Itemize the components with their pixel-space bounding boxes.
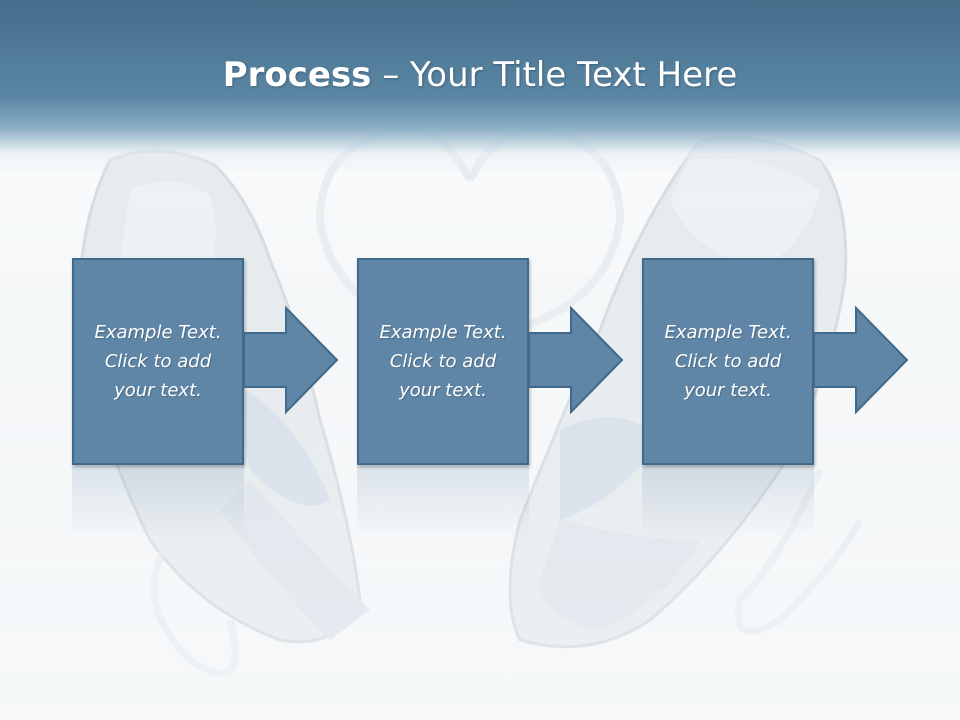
page-title[interactable]: Process – Your Title Text Here	[0, 52, 960, 98]
step-3-reflection	[642, 466, 814, 536]
step-1-reflection	[72, 466, 244, 536]
step-1-box[interactable]: Example Text. Click to add your text.	[72, 258, 244, 465]
title-banner	[0, 0, 960, 175]
step-1-text: Example Text. Click to add your text.	[94, 322, 222, 401]
step-3-arrow-icon	[814, 305, 909, 415]
step-2-reflection	[357, 466, 529, 536]
title-bold: Process	[222, 55, 372, 95]
step-3-text: Example Text. Click to add your text.	[664, 322, 792, 401]
step-2-arrow-icon	[529, 305, 624, 415]
step-2-text: Example Text. Click to add your text.	[379, 322, 507, 401]
title-text: – Your Title Text Here	[371, 55, 738, 95]
step-2-box[interactable]: Example Text. Click to add your text.	[357, 258, 529, 465]
step-3-box[interactable]: Example Text. Click to add your text.	[642, 258, 814, 465]
step-1-arrow-icon	[244, 305, 339, 415]
